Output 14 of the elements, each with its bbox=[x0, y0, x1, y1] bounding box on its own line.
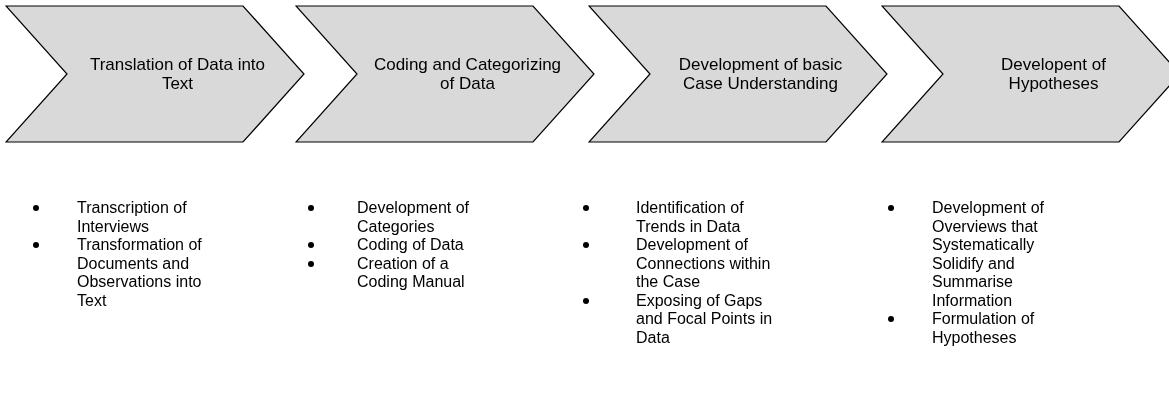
step-title: Developent of Hypotheses bbox=[1000, 55, 1107, 93]
step-title: Translation of Data into Text bbox=[88, 55, 267, 93]
bullet-text: Transformation of Documents and Observations into Text bbox=[77, 236, 203, 310]
bullet-text: Development of Categories bbox=[357, 199, 471, 236]
bullet-text: Development of Connections within the Case bbox=[636, 236, 772, 292]
bullet-text: Exposing of Gaps and Focal Points in Data bbox=[636, 291, 774, 347]
bullet-text: Development of Overviews that Systematically Solidify and Summarise Information bbox=[932, 199, 1046, 310]
step-title: Development of basic Case Understanding bbox=[677, 55, 844, 93]
bullet-text: Coding of Data bbox=[357, 236, 465, 255]
bullet-text: Transcription of Interviews bbox=[77, 199, 188, 236]
bullet-text: Formulation of Hypotheses bbox=[932, 310, 1036, 347]
bullet-text: Creation of a Coding Manual bbox=[357, 254, 466, 292]
step-title: Coding and Categorizing of Data bbox=[372, 55, 563, 93]
bullet-text: Identification of Trends in Data bbox=[636, 199, 745, 236]
